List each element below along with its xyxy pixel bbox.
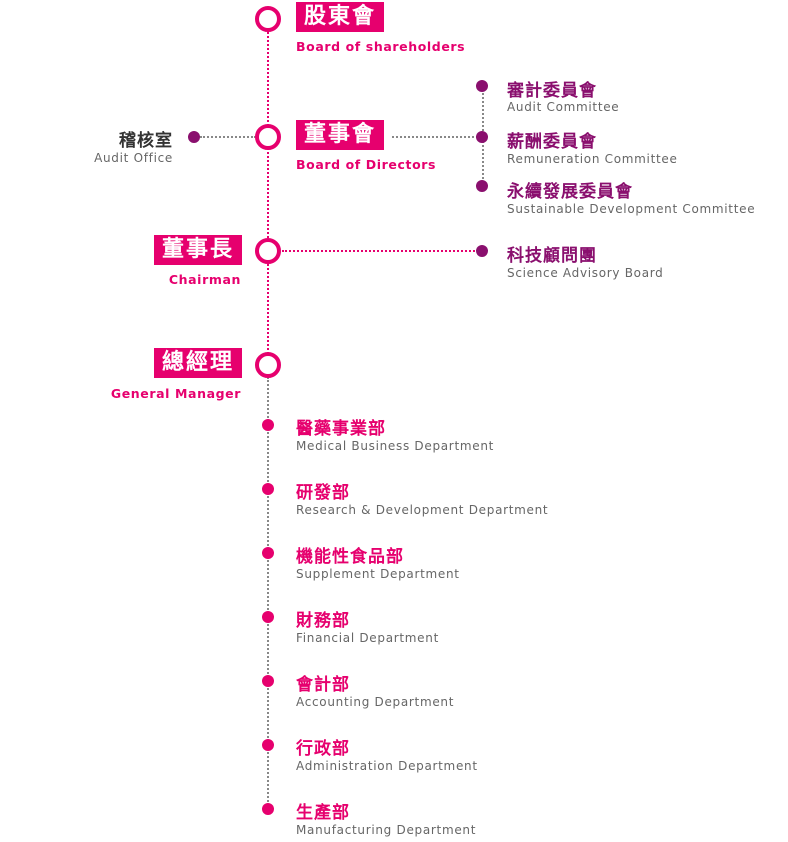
committee-title: 永續發展委員會	[507, 182, 633, 202]
department-title: 醫藥事業部	[296, 419, 386, 439]
committee-subtitle: Audit Committee	[507, 100, 620, 114]
department-subtitle: Research & Development Department	[296, 503, 549, 517]
committee-subtitle: Sustainable Development Committee	[507, 202, 756, 216]
chairman-title: 董事長	[153, 235, 242, 265]
department-dot	[262, 675, 274, 687]
department-title: 行政部	[296, 739, 350, 759]
committee-title: 審計委員會	[507, 81, 597, 101]
department-subtitle: Financial Department	[296, 631, 439, 645]
committee-subtitle: Remuneration Committee	[507, 152, 678, 166]
chairman-node-ring	[255, 238, 281, 264]
department-title: 生產部	[296, 803, 350, 823]
committee-connector	[392, 136, 482, 138]
department-dot	[262, 611, 274, 623]
directors-title: 董事會	[296, 120, 385, 150]
chairman-subtitle: Chairman	[168, 272, 241, 287]
science-board-subtitle: Science Advisory Board	[507, 266, 664, 280]
department-title: 財務部	[296, 611, 350, 631]
trunk-line-upper	[267, 29, 269, 354]
science-board-dot	[476, 245, 488, 257]
science-board-connector	[282, 250, 482, 252]
department-title: 機能性食品部	[296, 547, 404, 567]
committee-dot	[476, 80, 488, 92]
department-subtitle: Supplement Department	[296, 567, 460, 581]
department-dot	[262, 547, 274, 559]
department-dot	[262, 483, 274, 495]
shareholders-subtitle: Board of shareholders	[296, 39, 466, 54]
department-dot	[262, 739, 274, 751]
department-subtitle: Administration Department	[296, 759, 478, 773]
general-manager-subtitle: General Manager	[110, 386, 241, 401]
audit-office-dot	[188, 131, 200, 143]
department-dot	[262, 419, 274, 431]
general-manager-node-ring	[255, 352, 281, 378]
department-title: 會計部	[296, 675, 350, 695]
directors-node-ring	[255, 124, 281, 150]
committee-title: 薪酬委員會	[507, 132, 597, 152]
audit-office-subtitle: Audit Office	[94, 151, 173, 165]
department-subtitle: Accounting Department	[296, 695, 455, 709]
department-title: 研發部	[296, 483, 350, 503]
directors-subtitle: Board of Directors	[296, 157, 437, 172]
audit-office-connector	[200, 136, 256, 138]
department-subtitle: Manufacturing Department	[296, 823, 477, 837]
trunk-line-lower	[267, 377, 269, 809]
general-manager-title: 總經理	[153, 348, 242, 378]
shareholders-title: 股東會	[296, 2, 385, 32]
committee-dot	[476, 180, 488, 192]
department-dot	[262, 803, 274, 815]
committee-dot	[476, 131, 488, 143]
audit-office-title: 稽核室	[119, 131, 173, 151]
department-subtitle: Medical Business Department	[296, 439, 495, 453]
science-board-title: 科技顧問團	[507, 246, 597, 266]
shareholders-node-ring	[255, 6, 281, 32]
